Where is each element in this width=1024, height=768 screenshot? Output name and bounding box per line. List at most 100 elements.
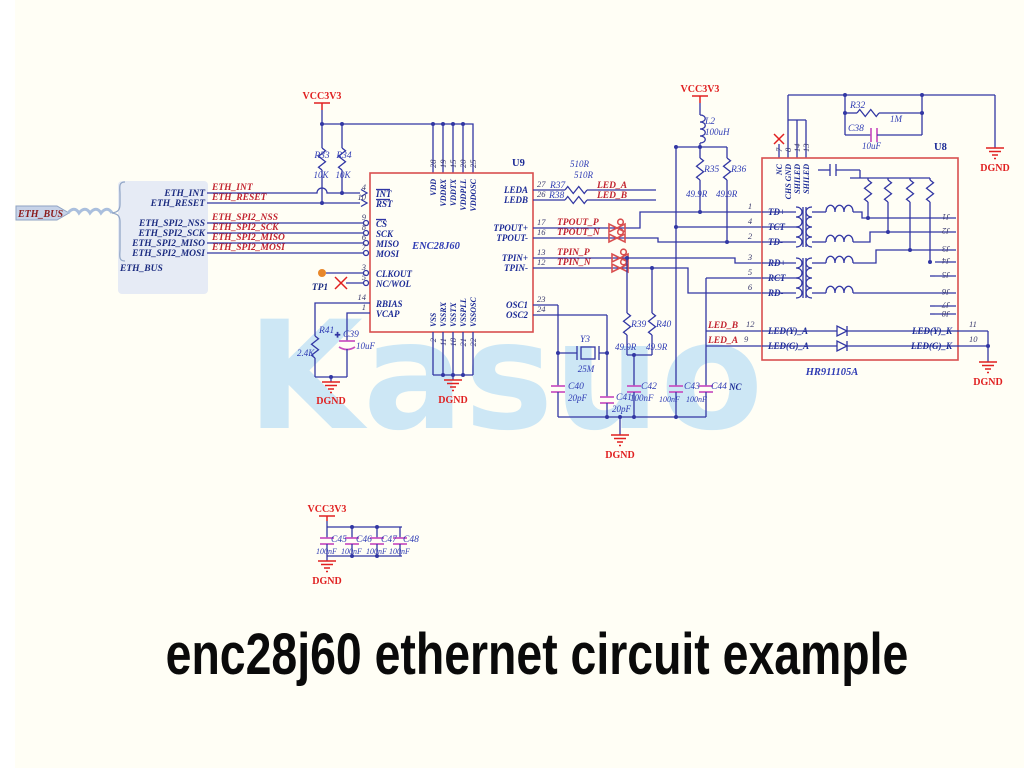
net-label: ETH_RESET	[211, 193, 268, 203]
pin-name: VSSRX	[439, 301, 448, 327]
u9-part: ENC28J60	[411, 241, 461, 252]
u9-enc28j60: U9 ENC28J60 INT RST CS SCK MISO MOSI CLK…	[297, 158, 546, 407]
pin-num: 17	[537, 217, 546, 227]
resistor-ref: R37	[549, 181, 567, 191]
pin-arrow	[360, 188, 369, 198]
pin-name: CLKOUT	[376, 269, 413, 279]
bus-panel	[118, 181, 208, 294]
u9-ref: U9	[512, 158, 525, 169]
cap-value: 10uF	[356, 341, 376, 351]
pin-name: VDDRX	[439, 178, 448, 206]
cap-ref: C43	[684, 382, 700, 392]
pin-num: 16	[537, 227, 546, 237]
pin-name: VSS	[429, 312, 438, 327]
u8-hr911105a: U8 HR911105A NC CHS GND SHILED SHILED 7 …	[747, 142, 1003, 388]
resistor-ref: R34	[335, 151, 352, 161]
cap-value: 100nF	[659, 395, 680, 404]
cap-ref: C48	[403, 535, 419, 545]
net-label: ETH_SPI2_SCK	[211, 223, 279, 233]
cap-ref: C44	[711, 382, 727, 392]
pin-num: 11	[969, 319, 977, 329]
jack-pin: J4	[941, 256, 950, 266]
pin-name: LED(G)_K	[910, 341, 953, 351]
cap-value: 100nF	[316, 547, 337, 556]
pin-name: INT	[375, 189, 392, 199]
pin-name: OSC2	[506, 310, 529, 320]
gnd-label: DGND	[605, 450, 634, 461]
pin-num: 7	[362, 242, 367, 252]
gnd-label: DGND	[312, 576, 341, 587]
resistor-value: 10K	[313, 170, 329, 180]
net-label: TPOUT_P	[557, 218, 599, 228]
pin-name: LEDA	[503, 185, 528, 195]
pin-num: 12	[537, 257, 546, 267]
resistor-value: 49.9R	[646, 342, 668, 352]
cap-ref: C42	[641, 382, 657, 392]
bus-signal: ETH_SPI2_NSS	[138, 219, 205, 229]
pin-num: 9	[744, 334, 749, 344]
pullup-resistors: VCC3V3 R33 R34 10K 10K	[303, 91, 474, 205]
pin-arrow	[360, 198, 369, 208]
net-label: LED_B	[707, 321, 738, 331]
pin-name: TPIN-	[504, 263, 528, 273]
cap-ref: C41	[616, 393, 632, 403]
cap-plus: +	[335, 330, 340, 340]
inductor-value: 100uH	[705, 127, 730, 137]
u9-body	[369, 172, 534, 333]
pin-num: 15	[448, 160, 458, 169]
pin-num: 14	[358, 292, 367, 302]
jack-pin: J5	[942, 270, 950, 280]
cap-value: 100nF	[389, 547, 410, 556]
resistor-value: 510R	[574, 170, 594, 180]
jack-pin: J1	[942, 212, 950, 222]
pin-num: 20	[458, 159, 468, 168]
pin-name: MISO	[375, 239, 400, 249]
cap-value: 100nF	[341, 547, 362, 556]
pin-name: CS	[376, 219, 387, 229]
pin-name: VSSOSC	[469, 297, 478, 327]
pin-name: VDD	[429, 179, 438, 196]
cap-value: 20pF	[612, 404, 632, 414]
cap-ref: C39	[343, 330, 359, 340]
cap-ref: C38	[848, 124, 864, 134]
resistor-ref: R33	[313, 151, 330, 161]
pin-name: TPIN+	[502, 253, 528, 263]
u8-ref: U8	[934, 142, 947, 153]
pin-num: 13	[801, 144, 811, 153]
cap-note: NC	[728, 382, 742, 392]
gnd-label: DGND	[973, 377, 1002, 388]
cap-ref: C46	[356, 535, 372, 545]
pin-name: NC	[775, 163, 784, 176]
pin-name: LEDB	[503, 195, 528, 205]
pin-num: 23	[537, 294, 546, 304]
cap-ref: C47	[381, 535, 398, 545]
pin-name: SHILED	[793, 164, 802, 194]
bus-signal: ETH_SPI2_SCK	[137, 229, 205, 239]
left-margin	[0, 0, 15, 768]
pin-name: OSC1	[506, 300, 528, 310]
pin-name: SCK	[376, 229, 394, 239]
pin-name: RST	[375, 199, 393, 209]
pin-name: VSSTX	[449, 302, 458, 327]
pin-name: NC/WOL	[375, 279, 412, 289]
resistor-value: 1M	[890, 114, 903, 124]
resistor-value: 49.9R	[686, 189, 708, 199]
pin-name: LED(Y)_K	[911, 326, 953, 336]
pin-num: 25	[468, 160, 478, 169]
net-label: TPIN_N	[557, 258, 592, 268]
jack-pin: J2	[941, 226, 950, 236]
bus-wave	[66, 207, 114, 216]
resistor-value: 49.9R	[615, 342, 637, 352]
bus-signal: ETH_SPI2_MISO	[131, 239, 205, 249]
pin-name: VDDOSC	[469, 178, 478, 211]
resistor-value: 510R	[570, 159, 590, 169]
crystal-ref: Y3	[580, 335, 590, 345]
pin-num: 24	[537, 304, 546, 314]
pin-num: 19	[438, 159, 448, 168]
eth-net-wires: ETH_INT ETH_RESET ETH_SPI2_NSS ETH_SPI2_…	[207, 183, 370, 257]
net-label: LED_A	[707, 336, 738, 346]
inductor-ref: L2	[704, 117, 715, 127]
pin-name: TPOUT+	[493, 223, 528, 233]
pin-num: 3	[361, 262, 366, 272]
